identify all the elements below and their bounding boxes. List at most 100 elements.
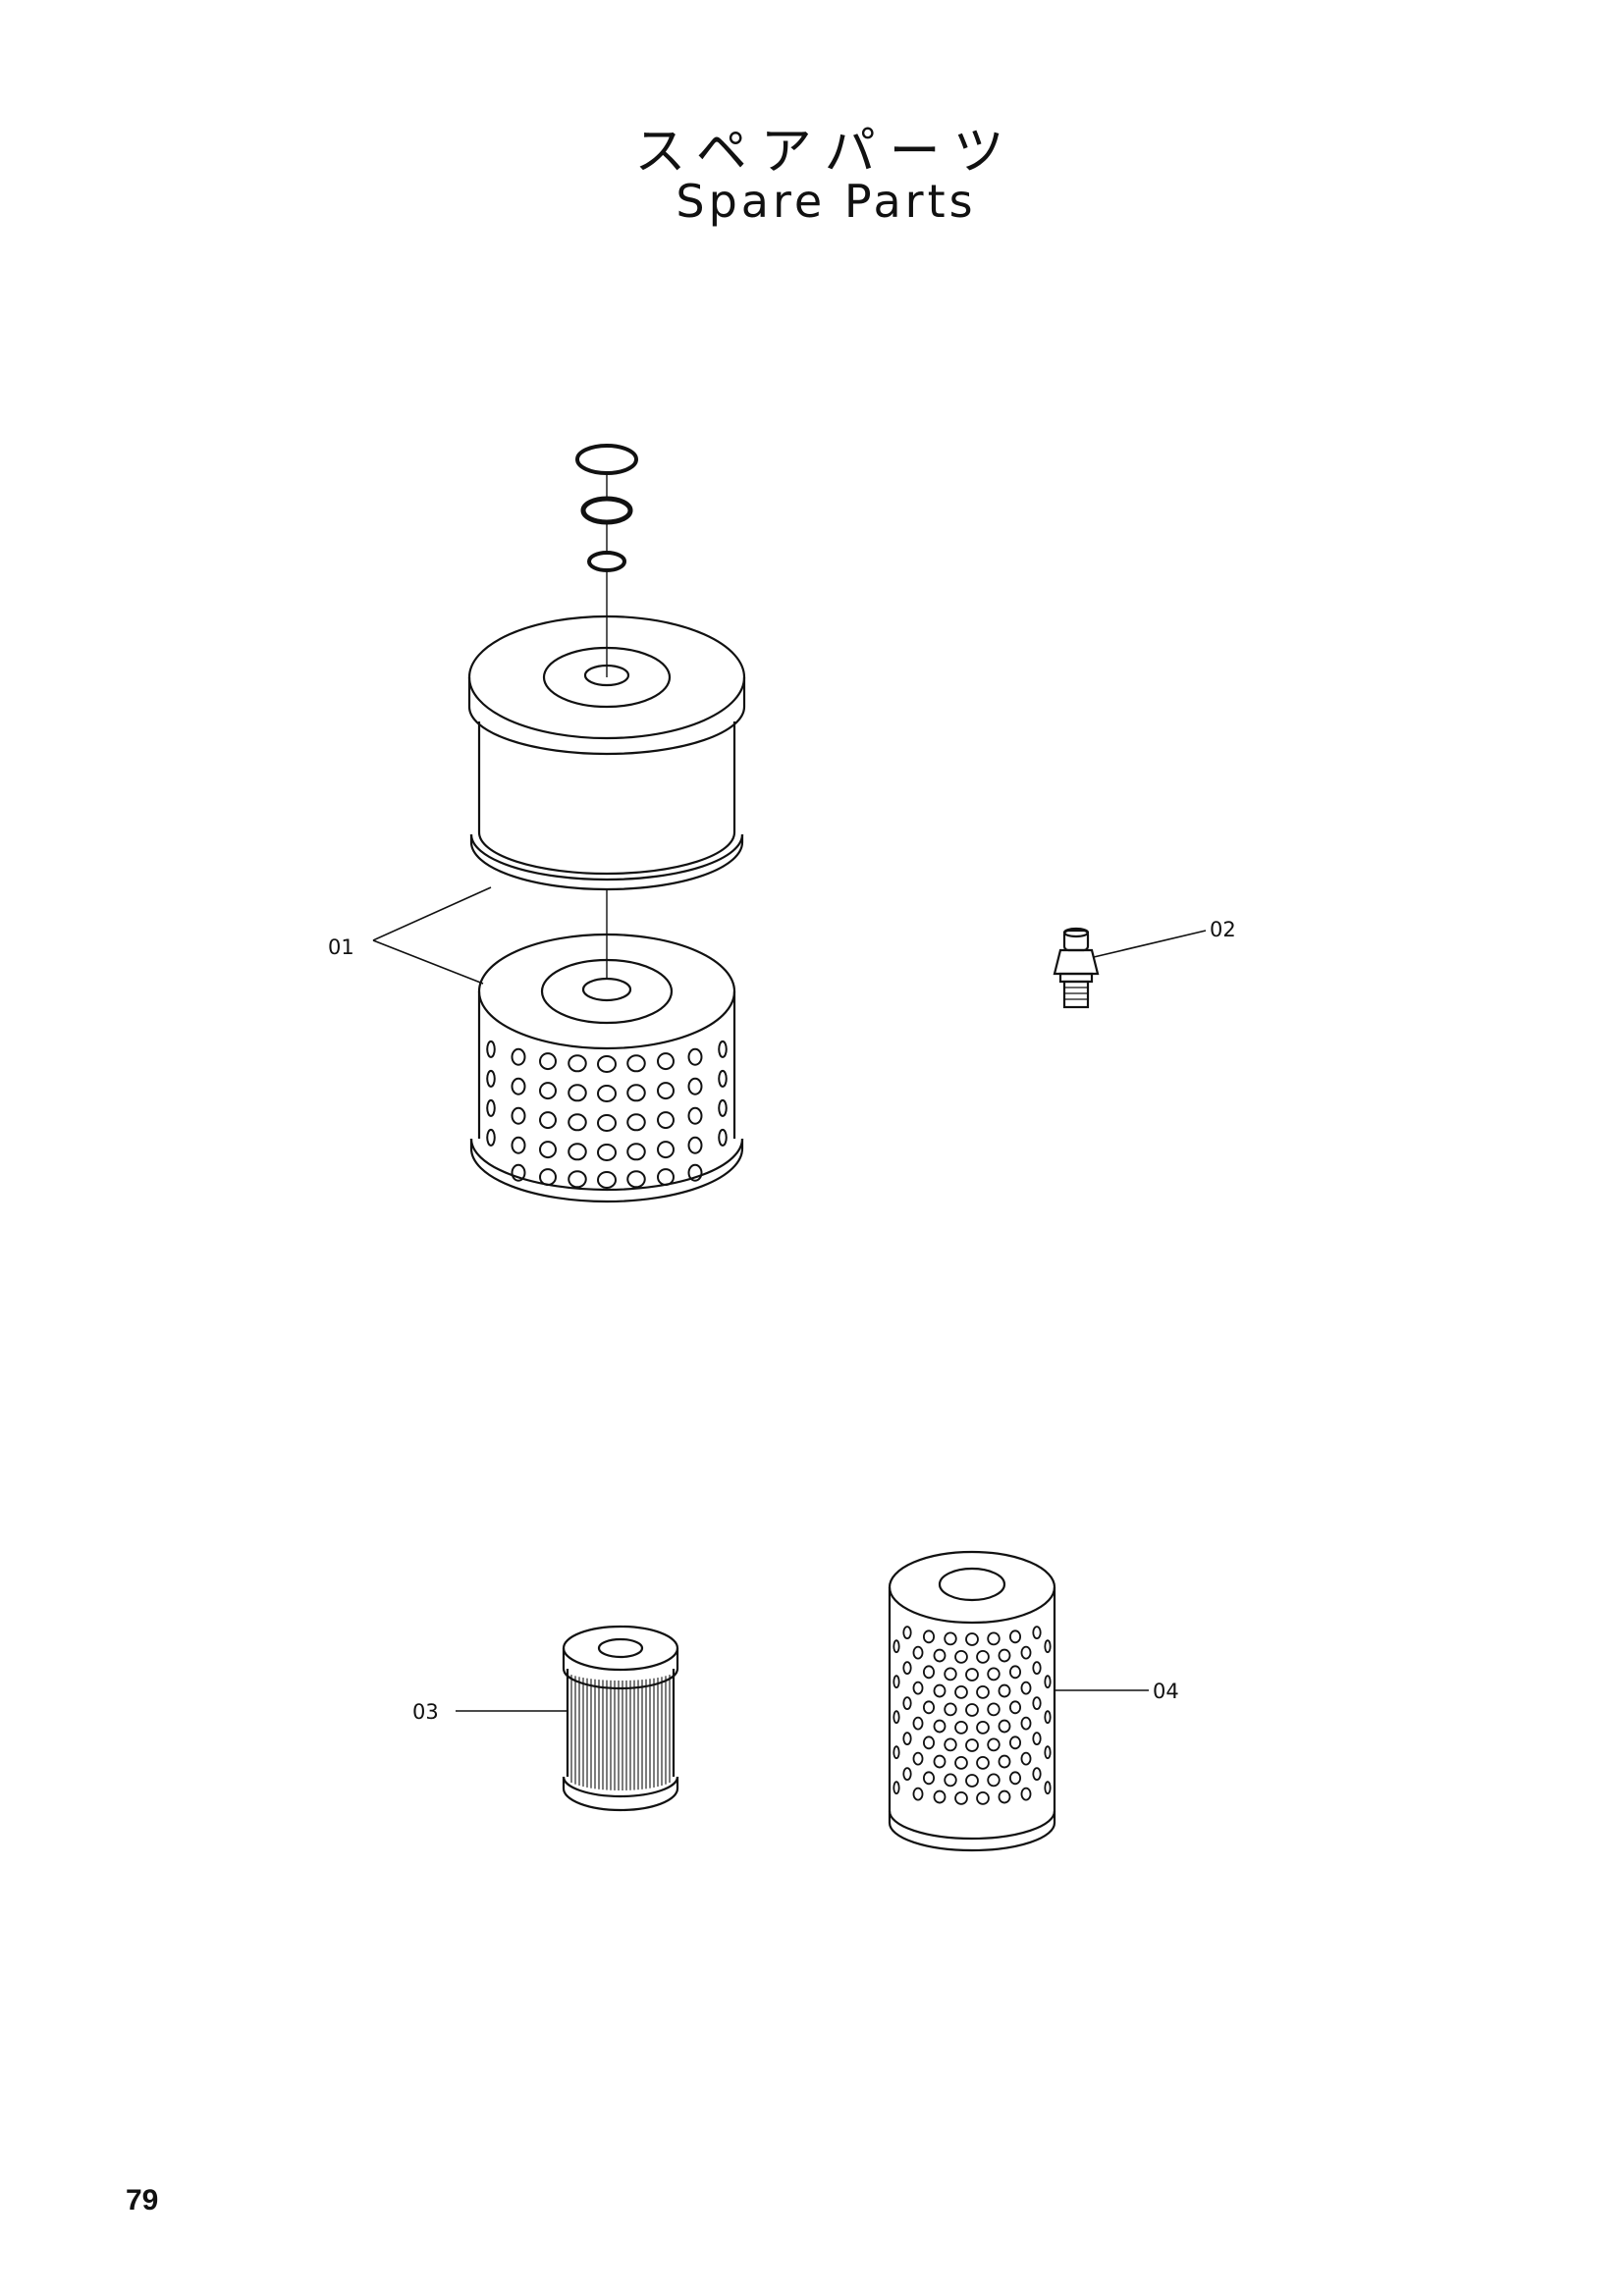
perforation-hole: [568, 1170, 587, 1189]
perforation-hole: [657, 1082, 675, 1100]
perforation-hole: [965, 1632, 979, 1646]
perforation-hole: [987, 1667, 1001, 1682]
perforation-hole: [597, 1114, 617, 1132]
perforation-hole: [486, 1128, 496, 1147]
perforation-hole: [657, 1111, 675, 1130]
page-title-english: Spare Parts: [676, 175, 977, 228]
part-01-filter-element-upper: [467, 444, 746, 933]
perforation-hole: [893, 1639, 900, 1654]
perforation-hole: [912, 1645, 924, 1660]
perforation-hole: [998, 1683, 1011, 1698]
perforation-hole: [965, 1738, 979, 1752]
perforation-hole: [539, 1111, 557, 1130]
perforation-hole: [539, 1082, 557, 1100]
perforation-hole: [511, 1077, 526, 1095]
perforation-hole: [1044, 1781, 1052, 1795]
perforation-hole: [1020, 1681, 1032, 1695]
callout-03: 03: [412, 1700, 439, 1724]
perforation-hole: [597, 1085, 617, 1102]
perforation-hole: [893, 1675, 900, 1689]
perforation-hole: [568, 1113, 587, 1132]
perforation-hole: [1008, 1629, 1022, 1644]
perforation-hole: [597, 1144, 617, 1161]
perforation-hole: [944, 1631, 957, 1646]
part-03-pleated-filter: [456, 1625, 679, 1812]
perforation-hole: [987, 1631, 1001, 1646]
perforation-hole: [987, 1773, 1001, 1788]
perforation-hole: [893, 1745, 900, 1760]
perforation-hole: [954, 1755, 968, 1770]
perforation-hole: [987, 1737, 1001, 1752]
perforation-hole: [1032, 1732, 1042, 1746]
perforation-hole: [1020, 1716, 1032, 1731]
perforation-hole: [902, 1626, 912, 1640]
perforation-hole: [976, 1790, 990, 1805]
perforation-hole: [568, 1143, 587, 1161]
perforation-hole: [626, 1143, 646, 1161]
perforation-hole: [687, 1077, 703, 1095]
perforation-hole: [539, 1052, 557, 1071]
perforation-hole: [1032, 1767, 1042, 1782]
perforation-hole: [944, 1773, 957, 1788]
perforation-hole: [976, 1755, 990, 1770]
perforation-hole: [657, 1141, 675, 1159]
perforation-hole: [954, 1684, 968, 1699]
perforation-hole: [687, 1136, 703, 1154]
perforation-hole: [954, 1790, 968, 1805]
perforation-hole: [976, 1684, 990, 1699]
perforation-hole: [922, 1700, 936, 1715]
perforation-hole: [922, 1629, 936, 1644]
perforation-hole: [539, 1168, 557, 1187]
perforation-hole: [976, 1649, 990, 1664]
perforation-hole: [998, 1789, 1011, 1804]
perforation-hole: [902, 1696, 912, 1711]
perforation-hole: [687, 1163, 703, 1182]
part-04-perforated-filter: [888, 1550, 1149, 1852]
perforation-hole: [902, 1661, 912, 1676]
callout-01: 01: [328, 935, 354, 959]
perforation-hole: [912, 1716, 924, 1731]
perforation-hole: [1008, 1735, 1022, 1750]
perforation-hole: [626, 1170, 646, 1189]
perforation-hole: [922, 1665, 936, 1680]
perforation-hole: [998, 1754, 1011, 1769]
perforation-hole: [1032, 1626, 1042, 1640]
part-02-grease-fitting: [1053, 927, 1207, 1009]
perforation-hole: [893, 1710, 900, 1725]
perforation-hole: [568, 1084, 587, 1102]
perforation-hole: [1044, 1745, 1052, 1760]
perforation-hole: [965, 1668, 979, 1682]
perforation-hole: [1008, 1771, 1022, 1786]
perforation-hole: [944, 1702, 957, 1717]
perforation-hole: [486, 1069, 496, 1088]
perforation-hole: [1032, 1661, 1042, 1676]
perforation-hole: [965, 1703, 979, 1717]
perforation-hole: [568, 1054, 587, 1073]
perforation-hole: [933, 1683, 947, 1698]
perforation-hole: [1020, 1787, 1032, 1801]
perforation-hole: [511, 1136, 526, 1154]
perforation-hole: [718, 1069, 728, 1088]
perforation-hole: [987, 1702, 1001, 1717]
perforation-hole: [718, 1098, 728, 1117]
page-number: 79: [126, 2184, 159, 2216]
perforation-hole: [511, 1106, 526, 1125]
perforation-hole: [1044, 1710, 1052, 1725]
perforation-hole: [1008, 1665, 1022, 1680]
perforation-hole: [511, 1163, 526, 1182]
perforation-hole: [626, 1084, 646, 1102]
perforation-hole: [597, 1171, 617, 1189]
perforation-hole: [944, 1667, 957, 1682]
perforation-hole: [944, 1737, 957, 1752]
perforation-hole: [1032, 1696, 1042, 1711]
perforation-hole: [998, 1719, 1011, 1734]
callout-02: 02: [1210, 918, 1236, 941]
perforation-hole: [486, 1040, 496, 1058]
perforation-hole: [902, 1732, 912, 1746]
perforation-hole: [1020, 1751, 1032, 1766]
perforation-hole: [1044, 1639, 1052, 1654]
perforation-hole: [657, 1168, 675, 1187]
perforation-hole: [933, 1719, 947, 1734]
